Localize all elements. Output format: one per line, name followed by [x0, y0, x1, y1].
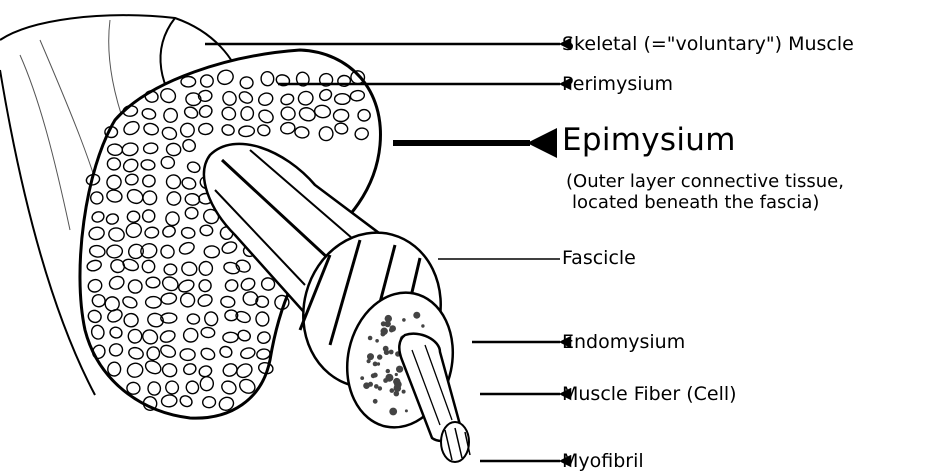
label-epimysium-note-2: located beneath the fascia) [572, 192, 819, 213]
fiber-speckle [360, 376, 364, 380]
label-muscle-fiber: Muscle Fiber (Cell) [562, 383, 737, 405]
fiber-speckle [381, 332, 386, 337]
fiber-speckle [394, 384, 402, 392]
fiber-speckle [394, 391, 400, 397]
fiber-speckle [402, 390, 406, 394]
fiber-speckle [371, 373, 376, 378]
fiber-speckle [383, 378, 388, 383]
fiber-speckle [368, 355, 372, 359]
fiber-speckle [374, 384, 379, 389]
fiber-speckle [377, 354, 382, 359]
fiber-speckle [385, 315, 392, 322]
label-skeletal-muscle: Skeletal (="voluntary") Muscle [562, 33, 854, 55]
fiber-speckle [421, 324, 424, 327]
fiber-speckle [375, 339, 379, 343]
label-epimysium: Epimysium [562, 122, 736, 158]
fiber-speckle [396, 366, 403, 373]
fiber-speckle [389, 328, 394, 333]
fiber-speckle [390, 388, 395, 393]
fiber-speckle [389, 350, 394, 355]
myofibril [441, 422, 470, 462]
fiber-speckle [373, 362, 378, 367]
fiber-speckle [413, 312, 420, 319]
fiber-speckle [383, 346, 389, 352]
label-endomysium: Endomysium [562, 331, 685, 353]
fiber-speckle [405, 409, 408, 412]
fiber-speckle [395, 373, 398, 376]
fiber-speckle [373, 399, 378, 404]
label-epimysium-note-1: (Outer layer connective tissue, [566, 171, 844, 192]
fiber-speckle [368, 336, 373, 341]
fiber-speckle [393, 378, 400, 385]
label-myofibril: Myofibril [562, 450, 644, 472]
label-fascicle: Fascicle [562, 247, 636, 269]
fiber-speckle [363, 382, 370, 389]
fiber-speckle [386, 369, 390, 373]
fiber-speckle [389, 408, 397, 416]
label-perimysium: Perimysium [562, 73, 673, 95]
fiber-speckle [402, 318, 406, 322]
